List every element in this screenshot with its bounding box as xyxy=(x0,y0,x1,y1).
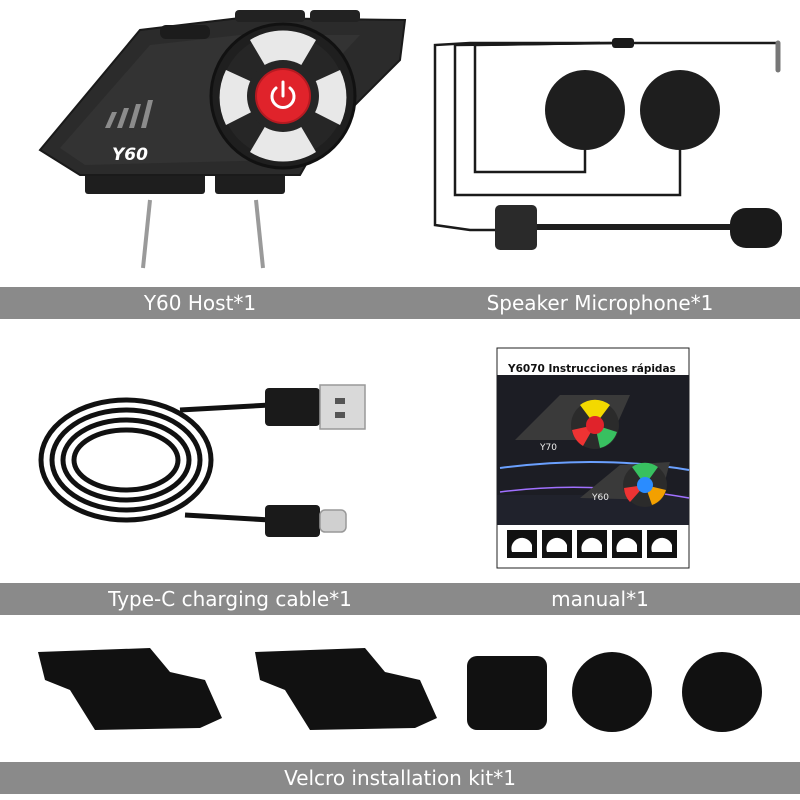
caption-bar-row1: Y60 Host*1 Speaker Microphone*1 xyxy=(0,287,800,319)
clip-leg-right xyxy=(254,199,265,269)
velcro-pad-round-1 xyxy=(572,652,652,732)
speaker-right xyxy=(640,70,720,150)
caption-bar-row3: Velcro installation kit*1 xyxy=(0,762,800,794)
velcro-pad-square xyxy=(467,656,547,730)
velcro-pad-round-2 xyxy=(682,652,762,732)
usb-c-connector xyxy=(319,509,347,533)
manual-device-label-y60: Y60 xyxy=(591,493,609,503)
manual-title: Y6070 Instrucciones rápidas xyxy=(507,363,676,375)
velcro-pad-angled-2 xyxy=(255,648,437,730)
clip-leg-left xyxy=(141,199,152,269)
usb-a-connector xyxy=(319,384,366,430)
caption-speaker-mic: Speaker Microphone*1 xyxy=(486,291,714,315)
manual-device-label-y70: Y70 xyxy=(539,443,557,453)
caption-cable: Type-C charging cable*1 xyxy=(108,587,352,611)
caption-host: Y60 Host*1 xyxy=(143,291,257,315)
caption-manual: manual*1 xyxy=(551,587,649,611)
speaker-left xyxy=(545,70,625,150)
device-model-label: Y60 xyxy=(112,145,148,165)
caption-velcro: Velcro installation kit*1 xyxy=(284,766,516,790)
vent-icon xyxy=(105,100,153,128)
helmet-icon-row xyxy=(507,530,677,558)
velcro-pad-angled-1 xyxy=(38,648,222,730)
power-icon xyxy=(270,80,296,109)
microphone-foam xyxy=(730,208,782,248)
caption-bar-row2: Type-C charging cable*1 manual*1 xyxy=(0,583,800,615)
